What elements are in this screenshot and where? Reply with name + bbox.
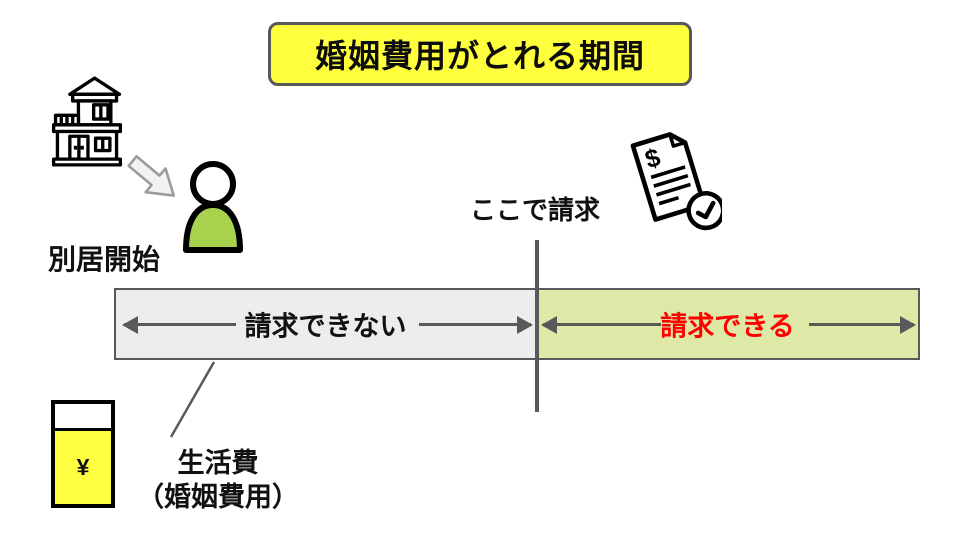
cannot-claim-label: 請求できない — [244, 311, 407, 342]
pointer-line — [169, 361, 216, 438]
living-expenses-line1: 生活費 — [177, 448, 259, 478]
house-svg — [51, 76, 123, 167]
jar-fill: ¥ — [55, 431, 111, 504]
invoice-check-icon: $ — [628, 125, 726, 247]
jar-empty-space — [55, 404, 111, 431]
left-arrow-icon — [124, 323, 236, 326]
claim-point-divider-line — [535, 240, 539, 412]
can-claim-label: 請求できる — [660, 311, 795, 342]
right-arrow-icon — [809, 323, 914, 326]
house-icon — [46, 74, 128, 168]
timeline-bar: 請求できない 請求できる — [114, 288, 920, 360]
timeline-segment-can-claim: 請求できる — [537, 288, 920, 360]
invoice-svg: $ — [630, 132, 726, 231]
yen-symbol: ¥ — [76, 454, 90, 480]
yen-jar-icon: ¥ — [51, 400, 115, 508]
living-expenses-line2: （婚姻費用） — [137, 482, 299, 512]
title-box: 婚姻費用がとれる期間 — [268, 22, 692, 86]
person-svg — [183, 161, 243, 253]
separation-start-label: 別居開始 — [48, 244, 161, 275]
page-title: 婚姻費用がとれる期間 — [314, 38, 645, 74]
right-arrow-icon — [419, 323, 531, 326]
left-arrow-icon — [543, 323, 661, 326]
move-out-arrow-icon — [122, 147, 186, 211]
timeline-segment-cannot-claim: 請求できない — [114, 288, 537, 360]
move-out-arrow-svg — [127, 155, 176, 197]
claim-here-label: ここで請求 — [469, 195, 600, 225]
person-icon — [179, 160, 249, 254]
living-expenses-caption: 生活費 （婚姻費用） — [122, 446, 314, 514]
